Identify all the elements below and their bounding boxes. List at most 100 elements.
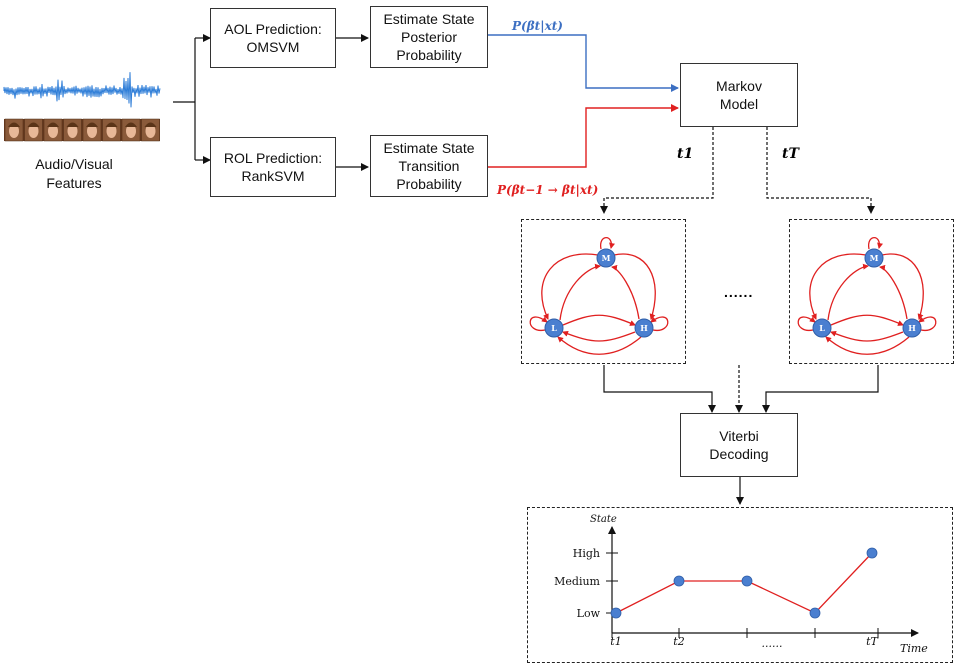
state-node-label: M [602, 253, 611, 263]
face-strip [4, 118, 160, 142]
markov-line2: Model [719, 96, 759, 112]
y-tick-label: Medium [554, 575, 600, 588]
viterbi-decoding-box: Viterbi Decoding [680, 413, 798, 477]
state-node-m [864, 248, 884, 268]
face-hair [66, 122, 79, 127]
edge-m-to-h-outer [881, 253, 924, 320]
self-loop-h [918, 316, 937, 331]
state-graph-t1: M L H [529, 236, 669, 355]
face-hair [144, 122, 157, 127]
dashed-connectors [600, 127, 875, 413]
transition-arrow [488, 104, 679, 168]
x-tick-label: ...... [762, 637, 783, 650]
state-node-label: M [870, 253, 879, 263]
state-graph-tT: M L H [797, 236, 937, 355]
self-loop-m [868, 236, 883, 250]
edge-l-to-h-upper [830, 314, 904, 326]
face-hair [8, 122, 20, 127]
x-tick-label: t2 [673, 635, 684, 648]
y-tick-label: Low [577, 607, 601, 620]
tT-label: tT [782, 146, 799, 162]
edge-h-to-m-inner [611, 264, 640, 320]
edge-m-to-l-outer [809, 253, 867, 320]
state-node-l [812, 318, 832, 338]
edge-h-to-l-lower [562, 331, 636, 342]
x-axis-title: Time [900, 642, 928, 655]
face [67, 124, 78, 138]
input-caption: Audio/Visual Features [18, 155, 130, 193]
arrow-right-graph-to-viterbi [762, 365, 879, 413]
aol-line1: AOL Prediction: [224, 21, 322, 37]
posterior-line1: Estimate State [383, 11, 475, 27]
face [9, 124, 19, 138]
y-tick-label: High [573, 547, 600, 560]
edge-l-to-h-upper [562, 314, 636, 326]
state-node-label: L [819, 323, 825, 333]
self-loop-m [600, 236, 615, 250]
posterior-line3: Probability [396, 47, 462, 63]
state-node-h [634, 318, 654, 338]
edge-h-to-l-lower [830, 331, 904, 342]
rol-line1: ROL Prediction: [223, 150, 323, 166]
markov-line1: Markov [716, 78, 762, 94]
face-hair [125, 122, 137, 127]
t1-label: t1 [677, 146, 693, 162]
face-hair [105, 122, 118, 127]
face [145, 124, 156, 138]
edge-m-to-h-outer [613, 253, 656, 320]
edge-l-to-m-inner [559, 263, 601, 321]
rol-line2: RankSVM [241, 168, 305, 184]
graph-frame-t1 [521, 219, 686, 364]
face-hair [27, 122, 40, 127]
markov-model-box: Markov Model [680, 63, 798, 127]
transition-prob-label: P(βt−1 → βt|xt) [497, 183, 598, 197]
rol-prediction-box: ROL Prediction: RankSVM [210, 137, 336, 197]
transition-line2: Transition [398, 158, 460, 174]
state-point [673, 575, 685, 587]
state-node-l [544, 318, 564, 338]
state-node-label: H [908, 323, 916, 333]
t1-text: t1 [677, 146, 694, 162]
state-point [809, 607, 821, 619]
arrow-left-graph-to-viterbi [603, 365, 716, 413]
input-caption-line2: Features [46, 175, 102, 191]
face-strip-background [4, 119, 160, 141]
chart-frame [527, 507, 953, 663]
state-node-label: H [640, 323, 648, 333]
transition-line3: Probability [396, 176, 462, 192]
graph-frame-tT [789, 219, 954, 364]
viterbi-line1: Viterbi [719, 428, 759, 444]
connectors [173, 34, 879, 505]
self-loop-h [650, 316, 669, 331]
aol-line2: OMSVM [246, 39, 300, 55]
face-hair [86, 122, 98, 127]
viterbi-line2: Decoding [709, 446, 769, 462]
transition-line1: Estimate State [383, 140, 475, 156]
edge-m-to-l-outer [541, 253, 599, 320]
state-node-label: L [551, 323, 557, 333]
tT-text: tT [782, 146, 799, 162]
x-tick-label: tT [866, 635, 879, 648]
transition-prob-text: P(βt−1 → βt|xt) [497, 183, 599, 197]
transition-probability-box: Estimate State Transition Probability [370, 135, 488, 197]
self-loop-l [529, 316, 548, 331]
graph-ellipsis: ...... [724, 284, 753, 300]
graph-ellipsis-text: ...... [724, 284, 754, 300]
face [106, 124, 117, 138]
posterior-arrow [488, 34, 679, 92]
face [48, 124, 58, 138]
posterior-line2: Posterior [400, 29, 458, 45]
face-hair [47, 122, 59, 127]
state-node-h [902, 318, 922, 338]
input-caption-line1: Audio/Visual [35, 156, 113, 172]
face [126, 124, 136, 138]
edge-l-to-m-inner [827, 263, 869, 321]
edge-h-to-l-outer [557, 336, 642, 355]
edge-h-to-l-outer [825, 336, 910, 355]
x-tick-label: t1 [610, 635, 621, 648]
audio-waveform [3, 72, 161, 108]
edge-h-to-m-inner [879, 264, 908, 320]
y-axis-title: State [590, 514, 617, 525]
